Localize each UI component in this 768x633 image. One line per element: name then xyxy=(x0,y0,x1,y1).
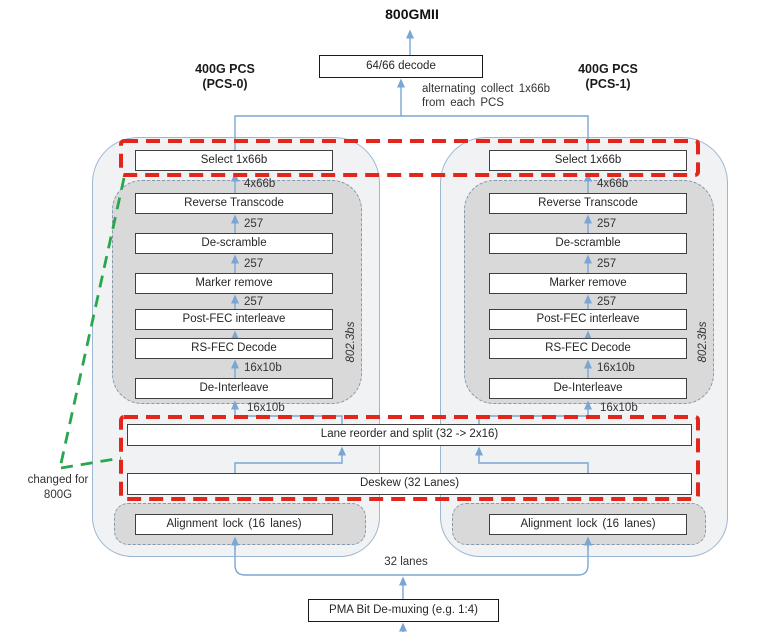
pcs0-descramble-box: De-scramble xyxy=(135,233,333,254)
pcs1-width-label-16x10b-out: 16x10b xyxy=(600,402,638,414)
pcs0-postfec-interleave-box: Post-FEC interleave xyxy=(135,309,333,330)
pcs0-width-label-257c: 257 xyxy=(244,296,264,308)
pcs0-width-label-257b: 257 xyxy=(244,258,264,270)
collect-note-line1: alternating collect 1x66b xyxy=(422,83,551,95)
pcs0-select-box: Select 1x66b xyxy=(135,150,333,171)
pcs0-heading-line2: (PCS-0) xyxy=(202,77,248,91)
pcs1-heading-line1: 400G PCS xyxy=(578,62,638,76)
gmii-title: 800GMII xyxy=(385,6,439,22)
changed-callout-line1: changed for xyxy=(27,474,89,486)
pcs1-alignment-lock-box: Alignment lock (16 lanes) xyxy=(489,514,687,535)
pcs0-rsfec-decode-box: RS-FEC Decode xyxy=(135,338,333,359)
pcs1-select-box: Select 1x66b xyxy=(489,150,687,171)
pma-demux-box: PMA Bit De-muxing (e.g. 1:4) xyxy=(308,599,499,622)
changed-callout-line2: 800G xyxy=(43,489,73,501)
pcs0-width-label-257a: 257 xyxy=(244,218,264,230)
pcs0-heading: 400G PCS (PCS-0) xyxy=(165,62,285,92)
pcs1-width-label-257b: 257 xyxy=(597,258,617,270)
pcs1-width-label-257a: 257 xyxy=(597,218,617,230)
pcs0-heading-line1: 400G PCS xyxy=(195,62,255,76)
pcs0-deinterleave-box: De-Interleave xyxy=(135,378,333,399)
pcs1-width-label-4x66b: 4x66b xyxy=(597,178,629,190)
pcs1-deinterleave-box: De-Interleave xyxy=(489,378,687,399)
pcs0-alignment-lock-box: Alignment lock (16 lanes) xyxy=(135,514,333,535)
pcs0-width-label-16x10b: 16x10b xyxy=(244,362,282,374)
pcs1-width-label-257c: 257 xyxy=(597,296,617,308)
pcs0-standard-label: 802.3bs xyxy=(345,321,357,363)
pcs1-heading: 400G PCS (PCS-1) xyxy=(548,62,668,92)
pcs0-width-label-4x66b: 4x66b xyxy=(244,178,276,190)
pcs1-width-label-16x10b: 16x10b xyxy=(597,362,635,374)
pcs1-standard-label: 802.3bs xyxy=(697,321,709,363)
pcs0-reverse-transcode-box: Reverse Transcode xyxy=(135,193,333,214)
decode-box: 64/66 decode xyxy=(319,55,483,78)
pcs1-reverse-transcode-box: Reverse Transcode xyxy=(489,193,687,214)
pcs1-marker-remove-box: Marker remove xyxy=(489,273,687,294)
pcs0-marker-remove-box: Marker remove xyxy=(135,273,333,294)
pcs1-rsfec-decode-box: RS-FEC Decode xyxy=(489,338,687,359)
pcs0-width-label-16x10b-out: 16x10b xyxy=(247,402,285,414)
collect-note-line2: from each PCS xyxy=(422,97,504,109)
lanes-count-label: 32 lanes xyxy=(384,556,428,568)
pcs1-descramble-box: De-scramble xyxy=(489,233,687,254)
pcs1-heading-line2: (PCS-1) xyxy=(585,77,631,91)
pcs1-postfec-interleave-box: Post-FEC interleave xyxy=(489,309,687,330)
lane-reorder-split-box: Lane reorder and split (32 -> 2x16) xyxy=(127,424,692,446)
deskew-box: Deskew (32 Lanes) xyxy=(127,473,692,495)
